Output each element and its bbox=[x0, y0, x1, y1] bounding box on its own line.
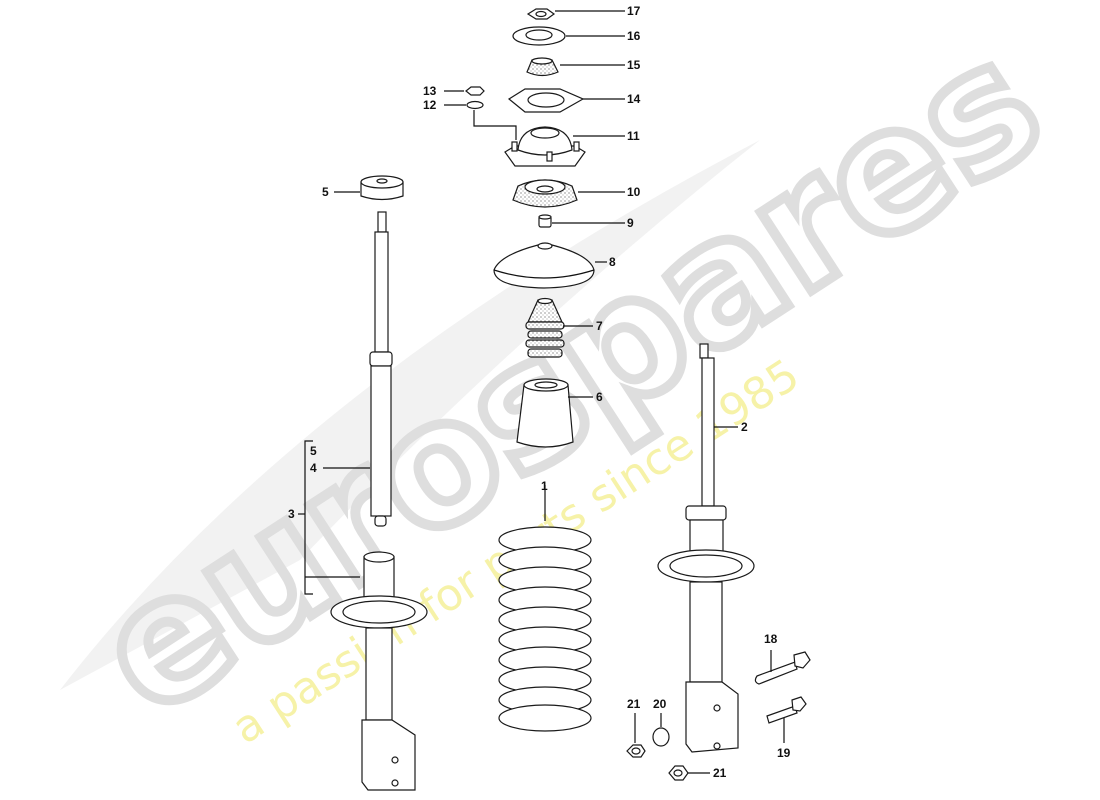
part-2-shock-strut[interactable]: 2 bbox=[657, 343, 755, 753]
part-1-coil-spring[interactable]: 1 bbox=[498, 479, 592, 732]
callout-16: 16 bbox=[627, 29, 641, 43]
part-13-nut[interactable]: 13 bbox=[423, 84, 485, 98]
callout-11: 11 bbox=[627, 129, 640, 143]
callout-15: 15 bbox=[627, 58, 641, 72]
callout-19: 19 bbox=[777, 746, 791, 760]
part-9-spacer-sleeve[interactable]: 9 bbox=[538, 214, 634, 230]
part-17-nut[interactable]: 17 bbox=[526, 4, 641, 20]
callout-12: 12 bbox=[423, 98, 437, 112]
callout-17: 17 bbox=[627, 4, 641, 18]
callout-8: 8 bbox=[609, 255, 616, 269]
callout-14: 14 bbox=[627, 92, 641, 106]
part-18-eccentric-bolt[interactable]: 18 bbox=[754, 632, 811, 685]
part-8-spring-plate[interactable]: 8 bbox=[493, 242, 616, 289]
part-11-strut-mount[interactable]: 11 bbox=[504, 126, 640, 167]
callout-5: 5 bbox=[322, 185, 329, 199]
callout-1: 1 bbox=[541, 479, 548, 493]
callout-5-bracket: 5 bbox=[310, 444, 317, 458]
part-19-hex-bolt[interactable]: 19 bbox=[766, 696, 807, 760]
callout-21-a: 21 bbox=[627, 697, 641, 711]
part-5-slotted-bushing[interactable]: 5 bbox=[322, 175, 404, 201]
part-21-nut-a[interactable]: 21 bbox=[626, 697, 646, 758]
part-21-nut-b[interactable]: 21 bbox=[668, 765, 727, 781]
callout-4: 4 bbox=[310, 461, 317, 475]
callout-10: 10 bbox=[627, 185, 641, 199]
callout-21-b: 21 bbox=[713, 766, 727, 780]
part-3-strut-housing[interactable] bbox=[330, 551, 428, 791]
part-14-gasket[interactable]: 14 bbox=[507, 88, 641, 113]
part-10-rubber-mount[interactable]: 10 bbox=[512, 179, 641, 208]
callout-6: 6 bbox=[596, 390, 603, 404]
part-6-protective-tube[interactable]: 6 bbox=[516, 378, 603, 448]
part-15-bearing[interactable]: 15 bbox=[526, 57, 641, 77]
part-12-washer[interactable]: 12 bbox=[423, 98, 517, 140]
callout-7: 7 bbox=[596, 319, 603, 333]
callout-18: 18 bbox=[764, 632, 778, 646]
part-7-bump-stop[interactable]: 7 bbox=[525, 297, 603, 358]
part-16-cap[interactable]: 16 bbox=[512, 26, 641, 46]
callout-9: 9 bbox=[627, 216, 634, 230]
part-20-eccentric-washer[interactable]: 20 bbox=[652, 697, 670, 747]
bracket-3-group: 5 4 3 bbox=[288, 440, 360, 595]
callout-2: 2 bbox=[741, 420, 748, 434]
callout-20: 20 bbox=[653, 697, 667, 711]
callout-3: 3 bbox=[288, 507, 295, 521]
part-4-shock-insert[interactable] bbox=[323, 211, 393, 527]
callout-13: 13 bbox=[423, 84, 437, 98]
